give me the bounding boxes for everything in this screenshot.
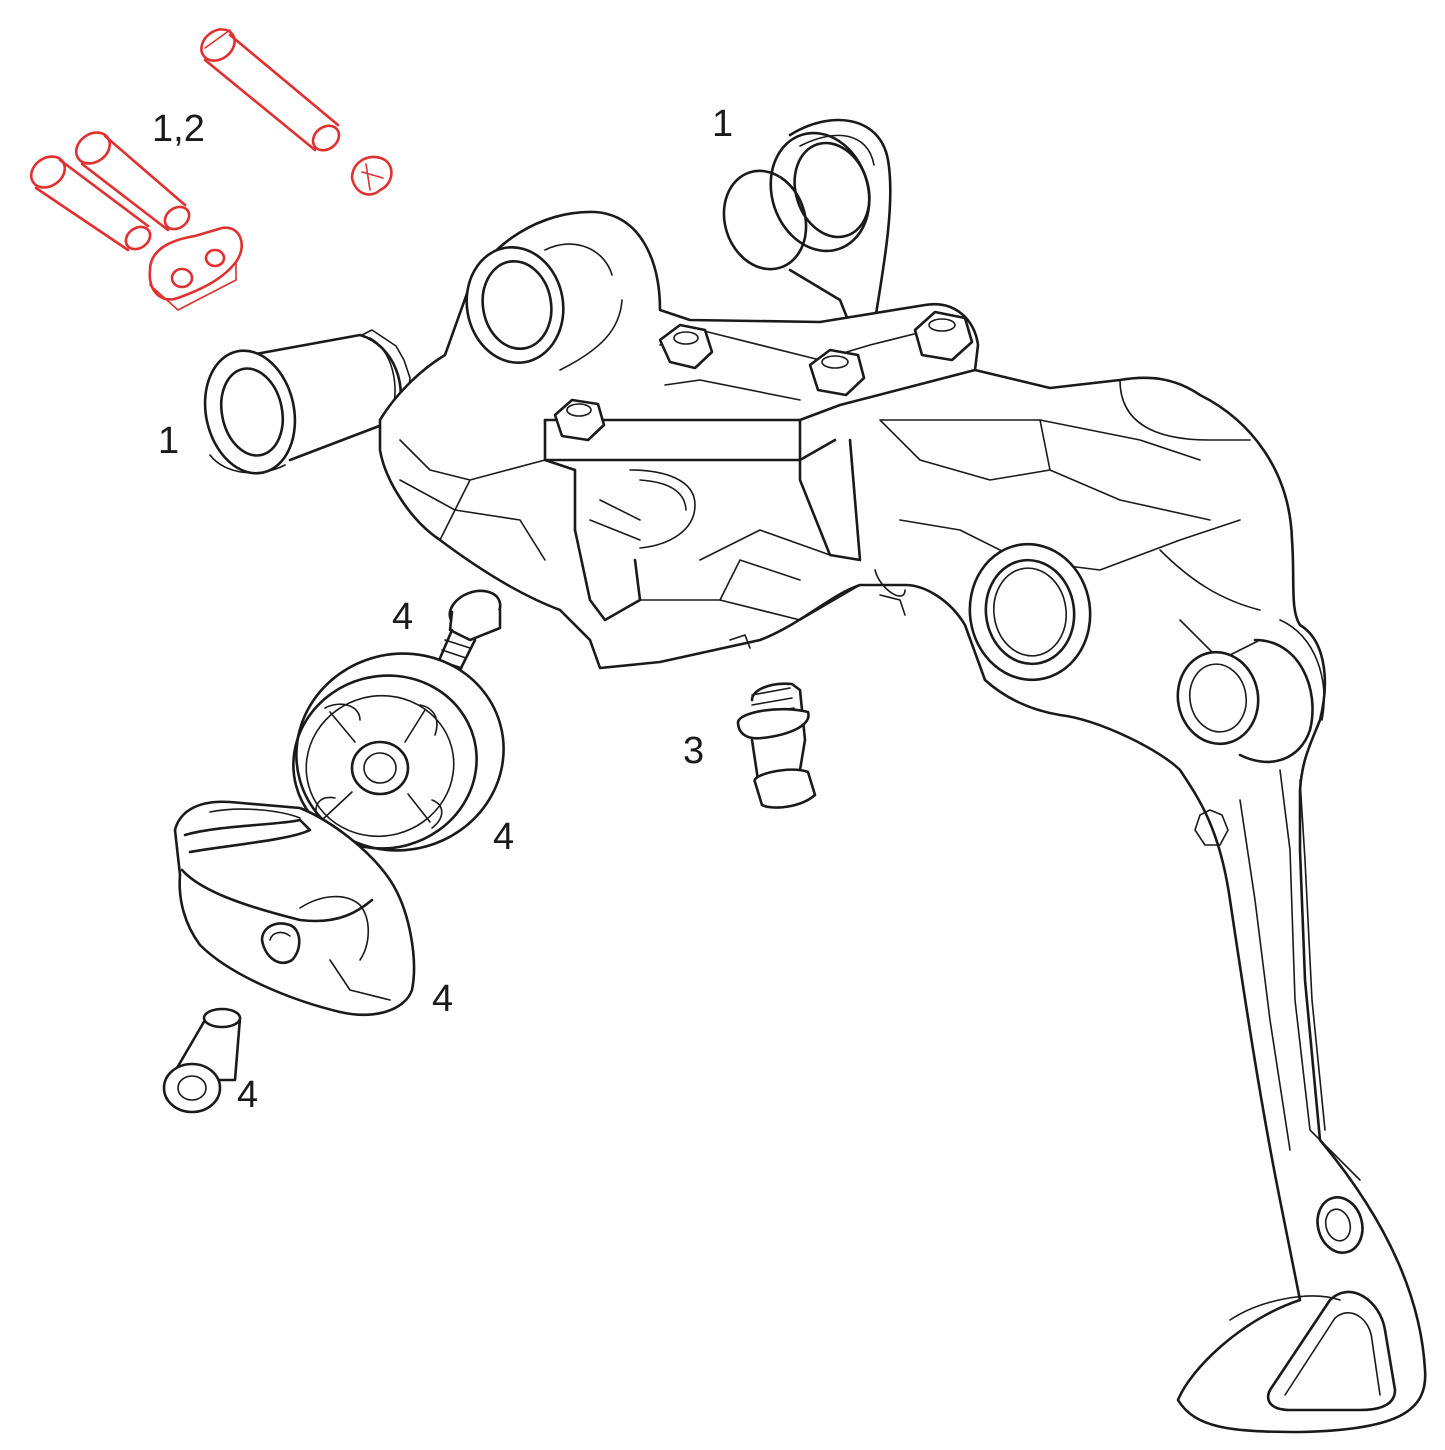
- nut-2: [808, 348, 866, 397]
- bushing-part: [203, 329, 411, 475]
- pulley-guard: [173, 800, 416, 1017]
- nut-4: [553, 398, 606, 442]
- guard-callout: 4: [432, 978, 454, 1020]
- bolt-callout: 3: [683, 730, 705, 772]
- derailleur-body: [378, 210, 1427, 1434]
- link-plate: [148, 226, 243, 311]
- clip-part: [350, 155, 393, 196]
- bushing-callout: 1: [158, 420, 180, 462]
- pins-callout: 1,2: [152, 108, 205, 150]
- spacer-callout: 4: [237, 1074, 259, 1116]
- pin-upper: [200, 28, 341, 152]
- nut-3: [913, 310, 974, 362]
- spacer-sleeve: [162, 1007, 242, 1114]
- screw-upper-callout: 4: [392, 596, 414, 638]
- top-washers-callout: 1: [712, 103, 734, 145]
- pin-lower-left: [29, 155, 152, 252]
- washer-set: [722, 118, 892, 332]
- highlighted-pin-kit: [29, 28, 393, 311]
- pulley-callout: 4: [493, 816, 515, 858]
- pin-lower-right: [74, 131, 191, 232]
- nut-1: [658, 323, 714, 370]
- pulley-wheel: [292, 652, 505, 852]
- bolt-part: [736, 682, 817, 809]
